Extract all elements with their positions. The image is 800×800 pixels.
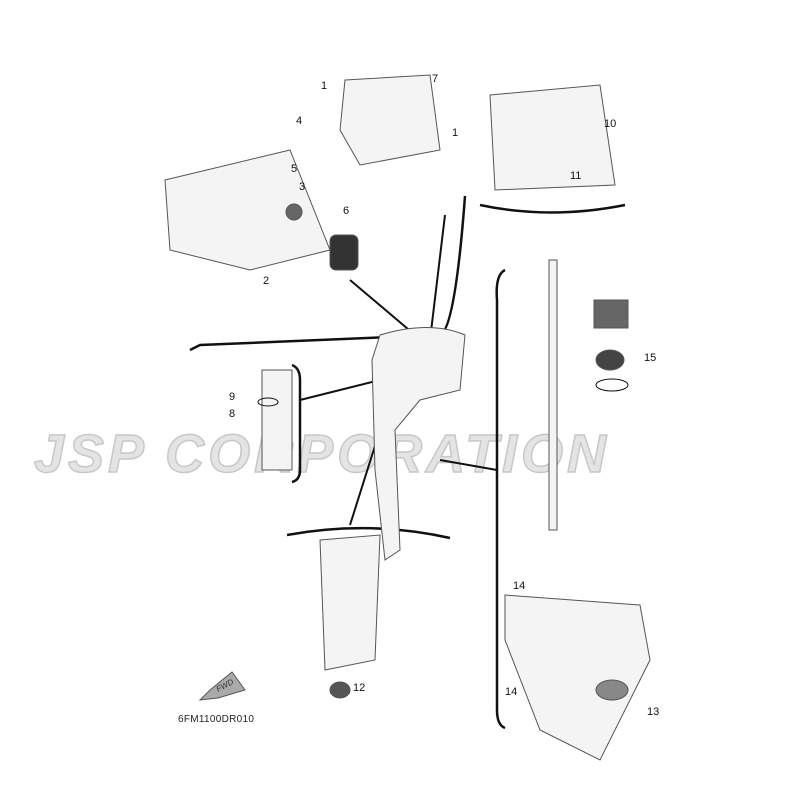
callout-12: 12 xyxy=(353,682,366,694)
exhaust-guide xyxy=(319,534,381,671)
o-ring-9 xyxy=(257,397,279,407)
callout-4: 4 xyxy=(296,115,303,127)
watermark: JSP CORPORATION xyxy=(33,424,611,484)
fwd-arrow xyxy=(198,671,246,701)
water-seal xyxy=(285,203,303,221)
bracket-thermostat xyxy=(291,363,302,484)
bracket-crankcase xyxy=(479,203,626,214)
o-ring-15 xyxy=(595,378,629,392)
callout-11: 11 xyxy=(570,170,582,182)
callout-5: 5 xyxy=(291,163,298,175)
cylinder-head xyxy=(339,74,441,166)
anode-13 xyxy=(595,679,629,701)
bracket-exhaust xyxy=(286,526,451,540)
crankcase xyxy=(489,84,616,191)
callout-8: 8 xyxy=(229,408,236,420)
group-parts xyxy=(164,74,651,761)
callout-13: 13 xyxy=(647,706,660,718)
callout-14a: 14 xyxy=(513,580,526,592)
callout-3: 3 xyxy=(299,181,306,193)
callout-1: 1 xyxy=(321,80,328,92)
callout-10: 10 xyxy=(604,118,617,130)
callout-1b: 1 xyxy=(452,127,459,139)
drive-shaft xyxy=(548,259,558,531)
callout-15: 15 xyxy=(644,352,657,364)
callout-6: 6 xyxy=(343,205,350,217)
callout-9: 9 xyxy=(229,391,236,403)
outboard-motor xyxy=(371,327,466,561)
gasket-12 xyxy=(329,681,351,699)
water-pump-housing xyxy=(593,299,629,329)
thermostat-assembly xyxy=(261,369,293,471)
callout-7: 7 xyxy=(432,73,439,85)
callout-2: 2 xyxy=(263,275,270,287)
impeller xyxy=(595,349,625,371)
diagram-code: 6FM1100DR010 xyxy=(178,714,255,725)
callout-14b: 14 xyxy=(505,686,518,698)
cylinder-block xyxy=(164,149,331,271)
bracket-lower-unit xyxy=(495,268,506,730)
lower-casing xyxy=(504,594,651,761)
oil-filter xyxy=(329,234,359,271)
